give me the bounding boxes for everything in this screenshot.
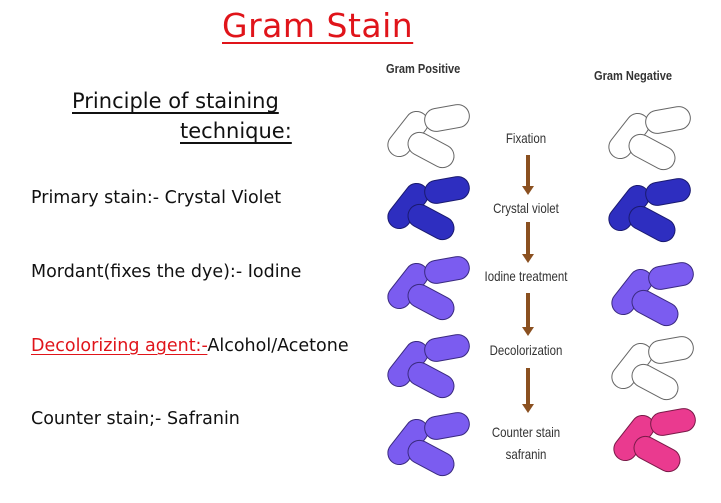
gram-positive-header: Gram Positive xyxy=(386,61,461,76)
step-decolorizing-agent: Decolorizing agent:-Alcohol/Acetone xyxy=(31,336,349,356)
bacterium-rod-icon xyxy=(627,285,683,331)
bacterium-rod-icon xyxy=(422,102,472,134)
step-mordant: Mordant(fixes the dye):- Iodine xyxy=(31,262,301,282)
bacterium-rod-icon xyxy=(403,127,459,173)
bacterium-rod-icon xyxy=(403,199,459,245)
gram-positive-safranin-bacteria xyxy=(382,408,472,481)
step-value: Crystal Violet xyxy=(164,188,282,208)
step-value: Alcohol/Acetone xyxy=(207,336,349,356)
bacterium-rod-icon xyxy=(422,174,472,206)
bacterium-rod-icon xyxy=(648,406,698,438)
gram-negative-decolorization-bacteria xyxy=(606,332,696,405)
bacterium-rod-icon xyxy=(422,332,472,364)
step-value: Safranin xyxy=(166,409,240,429)
gram-negative-header: Gram Negative xyxy=(594,68,673,83)
arrow-down-icon xyxy=(522,155,534,195)
bacterium-rod-icon xyxy=(403,357,459,403)
bacterium-rod-icon xyxy=(643,176,693,208)
principle-line-1: Principle of staining xyxy=(72,89,279,113)
bacterium-rod-icon xyxy=(403,279,459,325)
bacterium-rod-icon xyxy=(422,410,472,442)
flow-crystal-violet: Crystal violet xyxy=(493,200,559,216)
flow-counter-stain: Counter stain xyxy=(491,424,561,440)
flow-iodine-treatment: Iodine treatment xyxy=(484,268,568,284)
gram-positive-fixation-bacteria xyxy=(382,100,472,173)
page-title: Gram Stain xyxy=(222,6,414,45)
gram-positive-decolorization-bacteria xyxy=(382,330,472,403)
flow-safranin: safranin xyxy=(505,446,547,462)
gram-negative-iodine-bacteria xyxy=(606,258,696,331)
gram-negative-safranin-bacteria xyxy=(608,404,698,477)
gram-negative-fixation-bacteria xyxy=(603,102,693,175)
gram-negative-crystal-violet-bacteria xyxy=(603,174,693,247)
principle-heading: Principle of staining technique: xyxy=(72,86,292,146)
bacterium-rod-icon xyxy=(624,129,680,175)
gram-positive-iodine-bacteria xyxy=(382,252,472,325)
flow-decolorization: Decolorization xyxy=(489,342,563,358)
step-label: Mordant(fixes the dye):- xyxy=(31,262,248,282)
bacterium-rod-icon xyxy=(422,254,472,286)
bacterium-rod-icon xyxy=(646,260,696,292)
gram-positive-crystal-violet-bacteria xyxy=(382,172,472,245)
arrow-down-icon xyxy=(522,368,534,413)
bacterium-rod-icon xyxy=(403,435,459,481)
step-primary-stain: Primary stain:- Crystal Violet xyxy=(31,188,281,208)
step-value: Iodine xyxy=(247,262,302,282)
step-label: Primary stain:- xyxy=(31,188,165,208)
principle-line-2: technique: xyxy=(180,119,292,143)
step-label: Decolorizing agent:- xyxy=(31,336,208,356)
arrow-down-icon xyxy=(522,222,534,263)
bacterium-rod-icon xyxy=(629,431,685,477)
bacterium-rod-icon xyxy=(646,334,696,366)
step-counter-stain: Counter stain;- Safranin xyxy=(31,409,240,429)
bacterium-rod-icon xyxy=(624,201,680,247)
step-label: Counter stain;- xyxy=(31,409,167,429)
bacterium-rod-icon xyxy=(627,359,683,405)
flow-fixation: Fixation xyxy=(505,130,547,146)
bacterium-rod-icon xyxy=(643,104,693,136)
arrow-down-icon xyxy=(522,293,534,336)
